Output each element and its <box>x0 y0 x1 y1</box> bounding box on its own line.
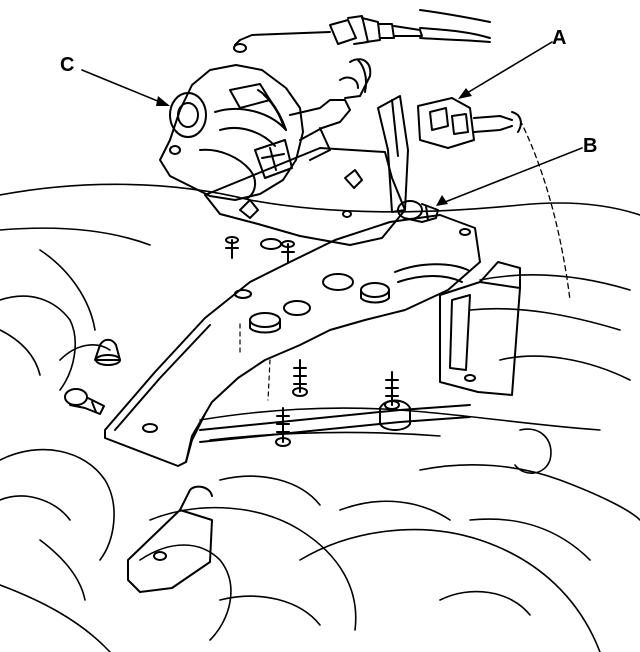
leader-line-a <box>461 41 553 97</box>
arrowhead-a <box>458 88 472 99</box>
mounting-bolt-b <box>397 200 439 223</box>
callout-leaders <box>81 41 583 205</box>
rubber-grommet <box>94 338 121 366</box>
callout-label-a: A <box>552 27 567 49</box>
actuator-support-plate <box>204 95 409 246</box>
cruise-control-actuator <box>159 64 351 201</box>
callout-label-b: B <box>583 135 598 157</box>
leader-line-c <box>81 69 166 105</box>
leader-line-b <box>439 147 583 205</box>
mounting-bracket <box>104 214 481 467</box>
throttle-cable <box>233 9 491 99</box>
arrowhead-c <box>156 96 170 106</box>
mounting-bolt-left <box>64 388 105 415</box>
stud-bolts <box>225 236 400 447</box>
callout-label-c: C <box>60 54 75 76</box>
arrowhead-b <box>436 195 448 206</box>
linkage-rod <box>199 399 471 443</box>
lower-bracket <box>127 485 213 593</box>
electrical-connector <box>417 97 571 301</box>
callout-arrowheads <box>156 88 472 206</box>
side-bracket-right <box>439 261 521 396</box>
